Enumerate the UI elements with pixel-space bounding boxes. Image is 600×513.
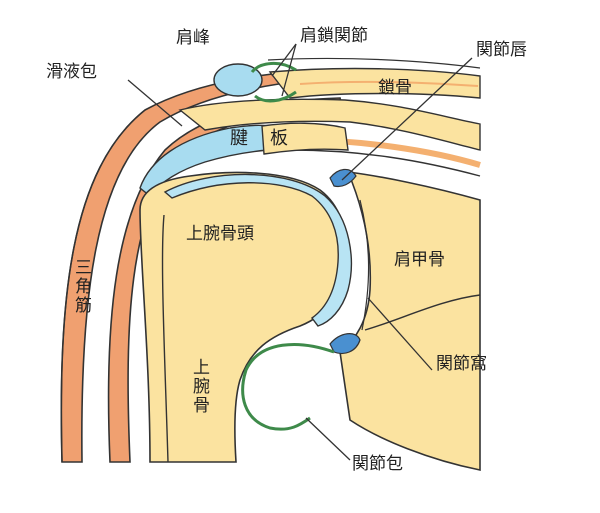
label-clavicle: 鎖骨 [378,78,412,98]
labrum-lower [329,333,361,355]
joint-capsule [241,343,335,431]
label-ac-joint: 肩鎖関節 [300,26,368,46]
label-deltoid: 三角筋 [71,258,91,315]
tendon-shape [261,122,349,155]
label-glenoid: 関節窩 [436,354,487,374]
label-tendon-1: 腱 [230,128,248,149]
humeral-cartilage [163,173,353,327]
leader-lines [127,43,473,461]
label-labrum: 関節唇 [476,40,527,60]
scapula-bone [339,171,481,471]
ac-joint [213,62,297,103]
label-acromion: 肩峰 [176,28,210,48]
label-bursa: 滑液包 [46,62,97,82]
label-humerus: 上腕骨 [189,358,209,415]
clavicle-bone [267,57,481,99]
humerus-bone [139,171,348,463]
label-scapula: 肩甲骨 [394,250,445,270]
label-humeral-head: 上腕骨頭 [186,224,254,244]
label-tendon-2: 板 [270,128,288,149]
label-capsule: 関節包 [352,454,403,474]
